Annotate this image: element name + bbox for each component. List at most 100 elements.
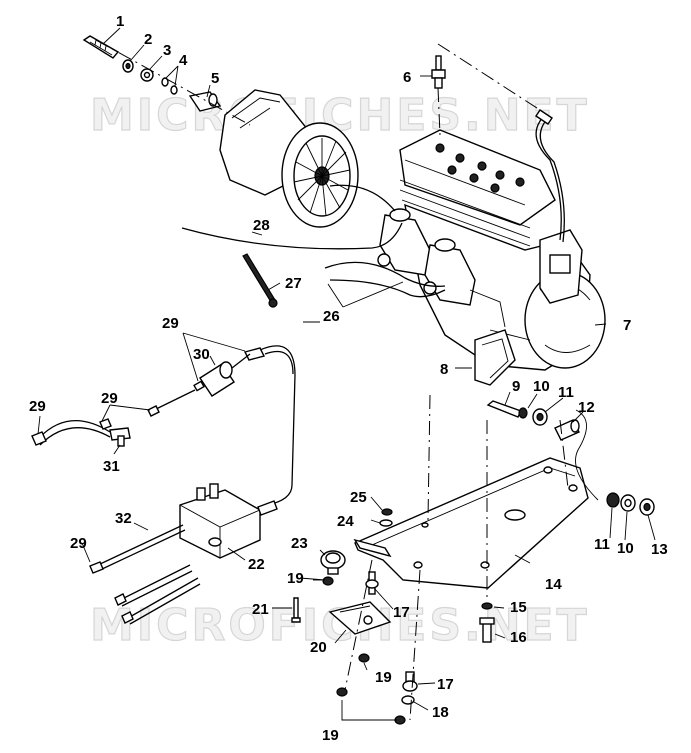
- callout-15: 15: [510, 599, 527, 616]
- clamp-29-mid: [147, 405, 160, 417]
- fuel-hose-left-b: [39, 427, 111, 446]
- callout-30: 30: [193, 346, 210, 363]
- callout-8: 8: [440, 361, 448, 378]
- drive-clutch: [219, 89, 359, 228]
- callout-14: 14: [545, 576, 562, 593]
- washer-18: [401, 695, 415, 705]
- hose-lower-1: [119, 564, 191, 601]
- washer-24: [379, 519, 393, 527]
- nut-19-a: [322, 576, 334, 586]
- pulse-line-32b: [99, 529, 186, 571]
- stud-17-bottom: [402, 671, 418, 692]
- bolt-9: [486, 400, 522, 418]
- screw-27: [242, 253, 278, 308]
- spacer-12: [554, 419, 580, 441]
- hose-lower-1b: [121, 570, 193, 607]
- damper-23: [320, 550, 346, 575]
- oring-4: [161, 77, 178, 95]
- callout-24: 24: [337, 513, 354, 530]
- callout-28: 28: [253, 217, 270, 234]
- leader-lines: [37, 27, 656, 721]
- fuel-hose-left: [39, 420, 111, 438]
- clutch-axis-line: [95, 39, 251, 126]
- callout-31: 31: [103, 458, 120, 475]
- hose-end-1: [114, 593, 127, 606]
- callout-2: 2: [144, 31, 152, 48]
- callout-13: 13: [651, 541, 668, 558]
- callout-17-bottom: 17: [437, 676, 454, 693]
- mount-axis-1: [344, 559, 373, 691]
- callout-10-bottom: 10: [617, 540, 634, 557]
- callout-11: 11: [558, 384, 574, 401]
- callout-25: 25: [350, 489, 367, 506]
- fuel-filter-30: [193, 361, 235, 397]
- choke-cable-26a: [324, 261, 446, 287]
- callout-12: 12: [578, 399, 595, 416]
- bushing-11-bottom: [606, 492, 620, 508]
- nut-13: [639, 498, 655, 516]
- callout-10: 10: [533, 378, 550, 395]
- bracket-8: [474, 329, 516, 386]
- nut-19-b: [358, 653, 370, 663]
- choke-cable-26b: [329, 279, 446, 298]
- filter-hose-up: [231, 353, 251, 369]
- bushing-11-top: [532, 408, 548, 426]
- callout-1: 1: [116, 13, 124, 30]
- watermark-bottom: MICROFICHES.NET: [90, 600, 590, 651]
- bolt-16: [479, 617, 495, 643]
- washer-10-top: [518, 407, 528, 419]
- callout-labels: 1 2 3 4 5 6 7 8 9 10 11 12 13 14 15 16 1…: [29, 13, 668, 744]
- plate-axis-left: [427, 394, 431, 521]
- callout-19-b: 19: [375, 669, 392, 686]
- callout-6: 6: [403, 69, 411, 86]
- callout-17-top: 17: [393, 604, 410, 621]
- hose-end-2: [121, 611, 134, 624]
- clamp-29-left: [31, 431, 47, 446]
- callout-27: 27: [285, 275, 302, 292]
- nut-19-c: [336, 687, 348, 697]
- plug-wire-dash: [437, 43, 541, 111]
- cable-upper: [329, 184, 396, 212]
- washer-10-bottom: [620, 494, 636, 512]
- callout-22: 22: [248, 556, 265, 573]
- clamp-29-top: [243, 347, 266, 361]
- callout-19-c: 19: [322, 727, 339, 744]
- plug-axis-line: [437, 87, 441, 136]
- callout-16: 16: [510, 629, 527, 646]
- pulse-line-32: [97, 524, 184, 566]
- clamp-29-tee: [99, 418, 112, 430]
- hose-lower-2: [127, 577, 199, 619]
- stud-17-top: [365, 571, 379, 595]
- engine-block: [377, 109, 606, 371]
- fuel-pump-22: [179, 483, 278, 559]
- callout-29-top: 29: [162, 315, 179, 332]
- clamp-29-bottom: [89, 561, 104, 574]
- callout-3: 3: [163, 42, 171, 59]
- callout-5: 5: [211, 70, 219, 87]
- plate-axis-r2: [559, 419, 569, 489]
- callout-4: 4: [179, 52, 188, 69]
- callout-29-bottom: 29: [70, 535, 87, 552]
- bolt-1: [82, 35, 120, 59]
- callout-20: 20: [310, 639, 327, 656]
- callout-21: 21: [252, 601, 269, 618]
- nut-25: [381, 508, 393, 516]
- throttle-cable-28: [181, 222, 403, 250]
- pin-21: [291, 597, 301, 623]
- tee-fitting-31: [109, 427, 131, 447]
- callout-7: 7: [623, 317, 631, 334]
- watermark-top: MICROFICHES.NET: [90, 90, 590, 141]
- callout-32: 32: [115, 510, 132, 527]
- spark-plug-6: [431, 55, 446, 89]
- washer-3: [140, 68, 154, 82]
- callout-29-left: 29: [29, 398, 46, 415]
- callout-9: 9: [512, 378, 520, 395]
- fuel-line-main-inner: [264, 350, 294, 375]
- callout-19-a: 19: [287, 570, 304, 587]
- callout-23: 23: [291, 535, 308, 552]
- hose-lower-2b: [129, 583, 201, 625]
- nut-15: [481, 602, 493, 610]
- fuel-line-main: [259, 345, 296, 506]
